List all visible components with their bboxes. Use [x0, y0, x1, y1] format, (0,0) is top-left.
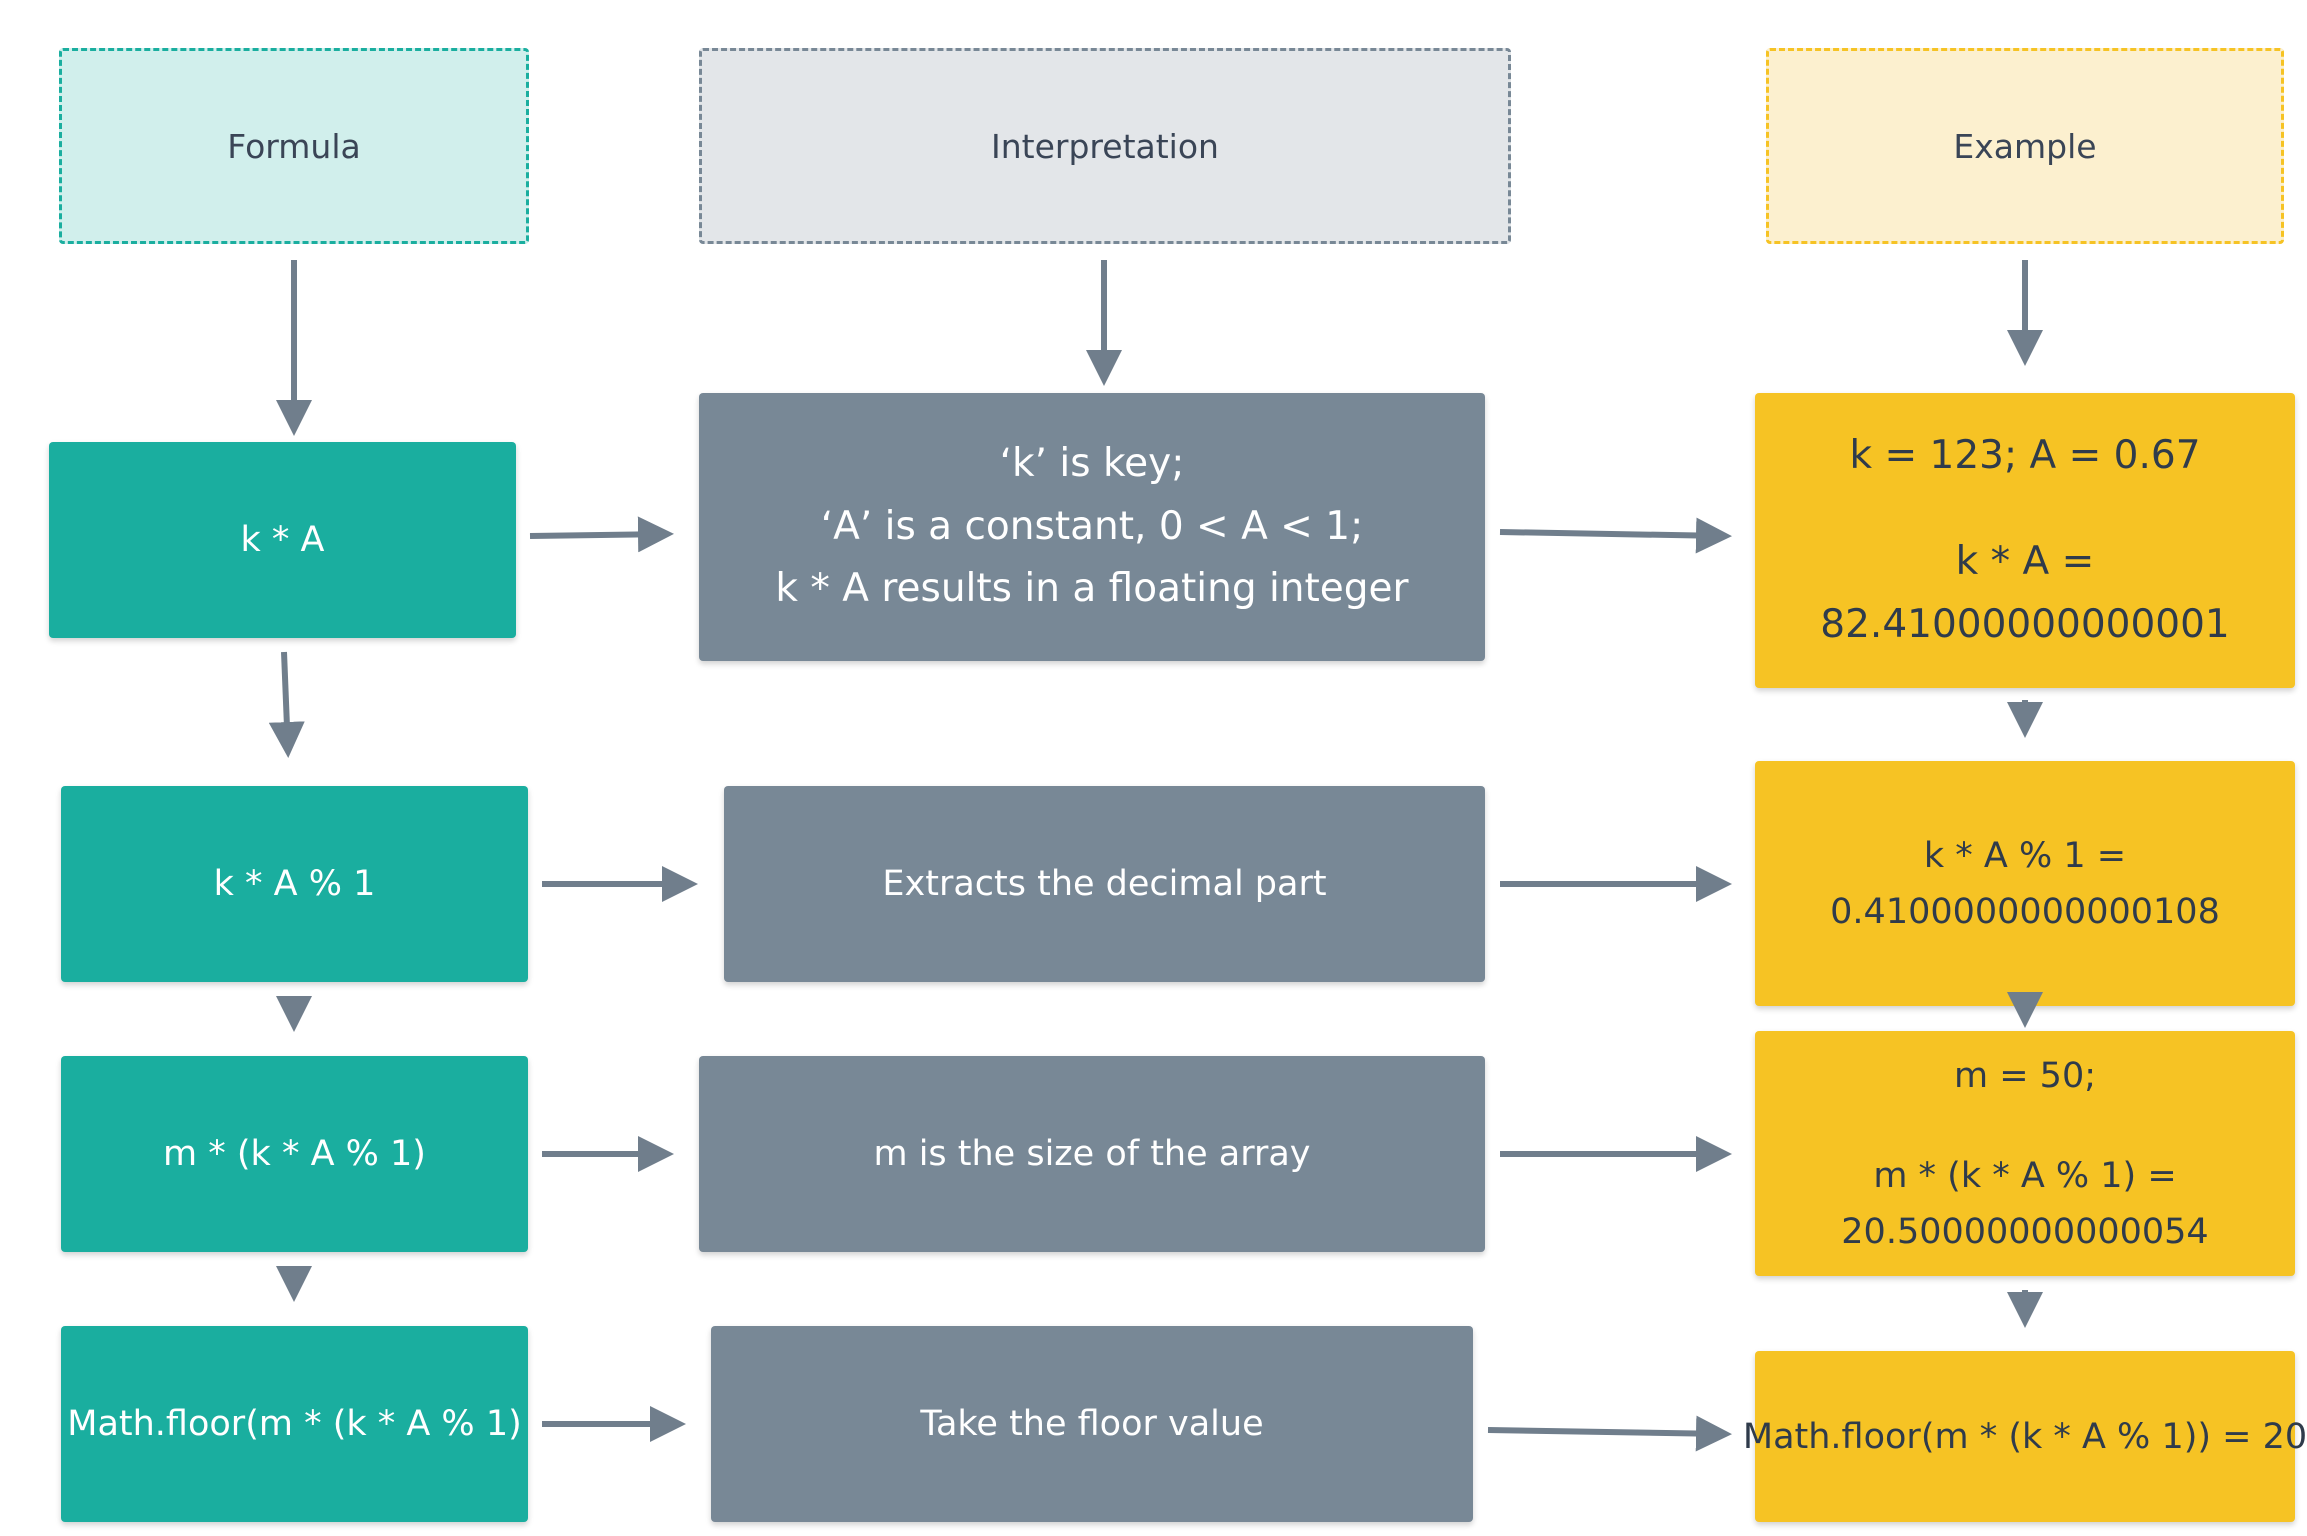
interpretation-line-3: k * A results in a floating integer [775, 566, 1409, 612]
interpretation-box-3: m is the size of the array [699, 1056, 1485, 1252]
formula-box-4: Math.floor(m * (k * A % 1) [61, 1326, 528, 1522]
arrow-formula-1-2 [268, 651, 305, 758]
interpretation-header: Interpretation [699, 48, 1511, 244]
example-1-line-c: 82.41000000000001 [1820, 601, 2230, 647]
arrow-interp-4-to-example-4 [1487, 1415, 1732, 1452]
interpretation-text-4: Take the floor value [920, 1404, 1264, 1444]
interpretation-line-2: ‘A’ is a constant, 0 < A < 1; [820, 503, 1364, 549]
example-3-line-c: 20.50000000000054 [1841, 1211, 2209, 1252]
formula-box-3: m * (k * A % 1) [61, 1056, 528, 1252]
formula-header: Formula [59, 48, 529, 244]
example-1-line-b: k * A = [1955, 539, 2095, 585]
formula-box-1: k * A [49, 442, 516, 638]
interpretation-box-4: Take the floor value [711, 1326, 1473, 1522]
arrow-interp-1-to-example-1 [1499, 517, 1732, 554]
formula-text-3: m * (k * A % 1) [163, 1134, 426, 1174]
example-box-1: k = 123; A = 0.67 k * A = 82.41000000000… [1755, 393, 2295, 688]
example-header: Example [1766, 48, 2284, 244]
example-box-2: k * A % 1 = 0.4100000000000108 [1755, 761, 2295, 1006]
example-1-line-a: k = 123; A = 0.67 [1849, 432, 2201, 478]
example-box-3: m = 50; m * (k * A % 1) = 20.50000000000… [1755, 1031, 2295, 1276]
interpretation-line-1: ‘k’ is key; [999, 441, 1185, 487]
interpretation-box-1: ‘k’ is key; ‘A’ is a constant, 0 < A < 1… [699, 393, 1485, 661]
interpretation-box-2: Extracts the decimal part [724, 786, 1485, 982]
interpretation-text-2: Extracts the decimal part [882, 864, 1327, 904]
example-box-4: Math.floor(m * (k * A % 1)) = 20 [1743, 1351, 2307, 1522]
formula-box-2: k * A % 1 [61, 786, 528, 982]
example-3-line-b: m * (k * A % 1) = [1873, 1155, 2177, 1196]
formula-text-4: Math.floor(m * (k * A % 1) [67, 1404, 522, 1444]
example-2-line-a: k * A % 1 = [1923, 835, 2127, 876]
formula-text-1: k * A [240, 520, 325, 560]
example-text-4: Math.floor(m * (k * A % 1)) = 20 [1742, 1416, 2307, 1457]
interpretation-text-3: m is the size of the array [873, 1134, 1311, 1174]
example-3-line-a: m = 50; [1954, 1055, 2096, 1096]
example-2-line-b: 0.4100000000000108 [1830, 891, 2220, 932]
arrow-formula-1-to-interp-1 [529, 516, 674, 553]
formula-text-2: k * A % 1 [213, 864, 376, 904]
